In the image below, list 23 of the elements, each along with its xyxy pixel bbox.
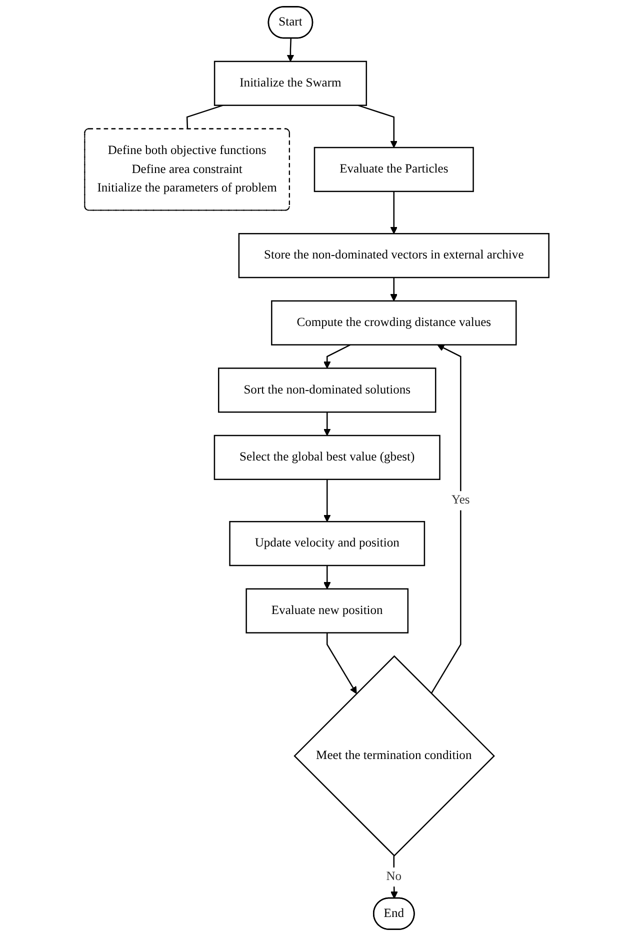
node-box: Store the non-dominated vectors in external archive	[238, 233, 550, 278]
node-box: Compute the crowding distance values	[271, 300, 517, 346]
node-box: Evaluate the Particles	[314, 146, 474, 192]
arrow	[430, 344, 462, 694]
arrow	[324, 479, 332, 522]
node-box: Update velocity and position	[229, 520, 426, 566]
node-diamond: Meet the termination condition	[294, 655, 496, 857]
arrow	[324, 344, 351, 369]
edge-label: Yes	[452, 494, 470, 507]
node-box: Sort the non-dominated solutions	[218, 368, 436, 413]
node-box: Initialize the Swarm	[214, 60, 368, 106]
arrow	[324, 566, 332, 590]
node-box: Select the global best value (gbest)	[214, 434, 441, 480]
arrow	[358, 104, 398, 148]
arrow	[326, 632, 358, 694]
connector	[186, 104, 224, 130]
edge-label: No	[386, 870, 402, 884]
arrow	[390, 191, 398, 234]
arrow	[324, 412, 332, 436]
arrow	[390, 278, 398, 302]
arrow	[390, 856, 398, 899]
node-box: Evaluate new position	[246, 588, 409, 634]
arrow	[287, 38, 294, 62]
